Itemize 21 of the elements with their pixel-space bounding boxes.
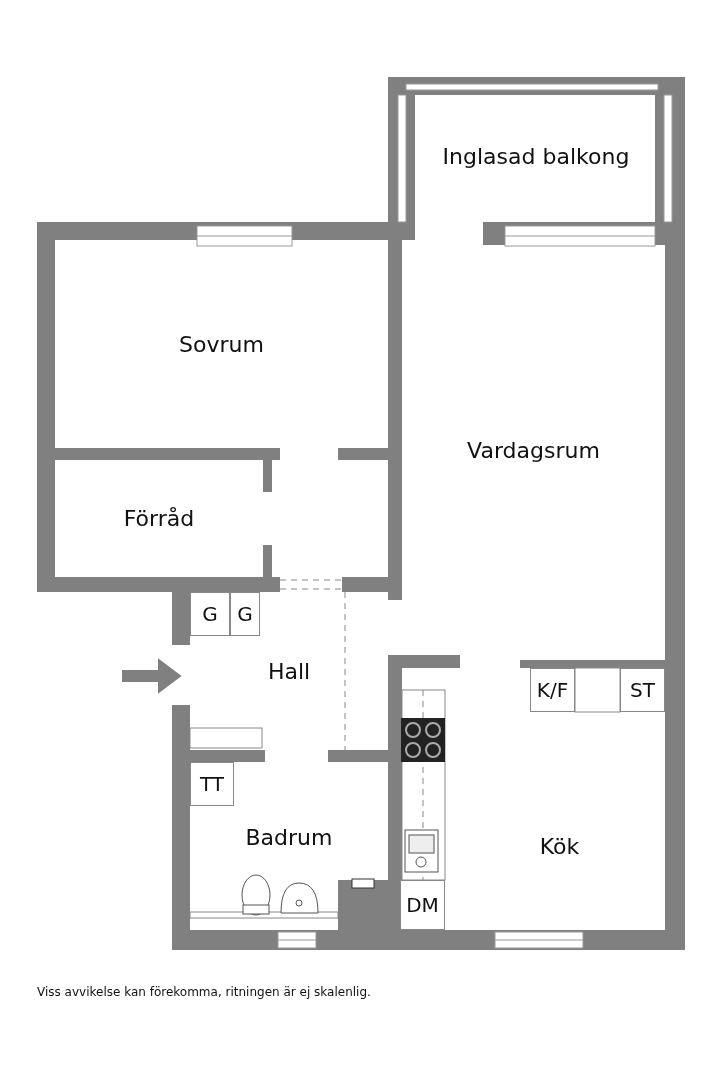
fixture-label: K/F (536, 678, 569, 702)
room-name: Hall (267, 658, 311, 684)
room-name: Kök (539, 833, 580, 859)
fixture-box (230, 592, 260, 636)
fixture-label: DM (406, 893, 439, 917)
room-name: Badrum (245, 824, 333, 850)
fixture-label: ST (630, 678, 655, 702)
entrance-arrow (122, 658, 182, 694)
fixture-label: G (202, 602, 218, 626)
room-name: Vardagsrum (467, 437, 600, 463)
fixture-box (530, 668, 575, 712)
fixture-label: TT (199, 772, 225, 796)
room-name: Sovrum (179, 331, 264, 357)
fixture-box (190, 592, 230, 636)
fixture-box (620, 668, 665, 712)
fixture-label: G (237, 602, 253, 626)
disclaimer-note: Viss avvikelse kan förekomma, ritningen är ej skalenlig. (37, 985, 371, 999)
fixture-box (190, 762, 234, 806)
room-name: Inglasad balkong (442, 144, 630, 169)
room-name: Förråd (123, 506, 195, 531)
fixture-box (400, 880, 445, 930)
